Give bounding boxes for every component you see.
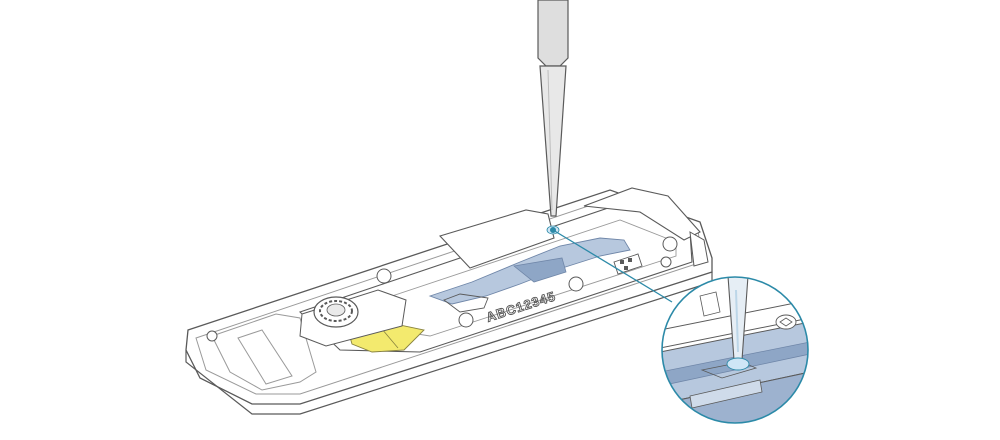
cartridge-screw-left — [206, 330, 218, 342]
cartridge-screw — [662, 236, 678, 252]
cartridge-screws — [376, 236, 678, 328]
cartridge-right-flap — [583, 187, 701, 241]
cartridge-screw — [568, 276, 584, 292]
cartridge-right-clip — [689, 231, 709, 267]
qr-code-icon — [613, 253, 643, 275]
cartridge-valve — [299, 289, 407, 347]
pipette-tip — [539, 65, 567, 217]
pipette-icon — [537, 0, 569, 235]
cartridge-channel-outline — [443, 293, 489, 313]
droplet-icon — [726, 357, 750, 371]
callout-zoom-icon — [550, 227, 809, 424]
cartridge-screw — [660, 256, 672, 268]
cartridge-icon: ABC12345 — [185, 187, 713, 415]
pipette-body — [537, 0, 569, 67]
cartridge-screw — [376, 268, 392, 284]
callout-leader-line — [552, 229, 673, 303]
cartridge-grip-rail — [237, 329, 293, 385]
cartridge-grip-slot — [211, 313, 317, 391]
cartridge-channel-branch — [513, 257, 567, 283]
cartridge-screw — [458, 312, 474, 328]
callout-circle-border — [661, 276, 809, 424]
logo-badge-icon — [775, 314, 797, 330]
